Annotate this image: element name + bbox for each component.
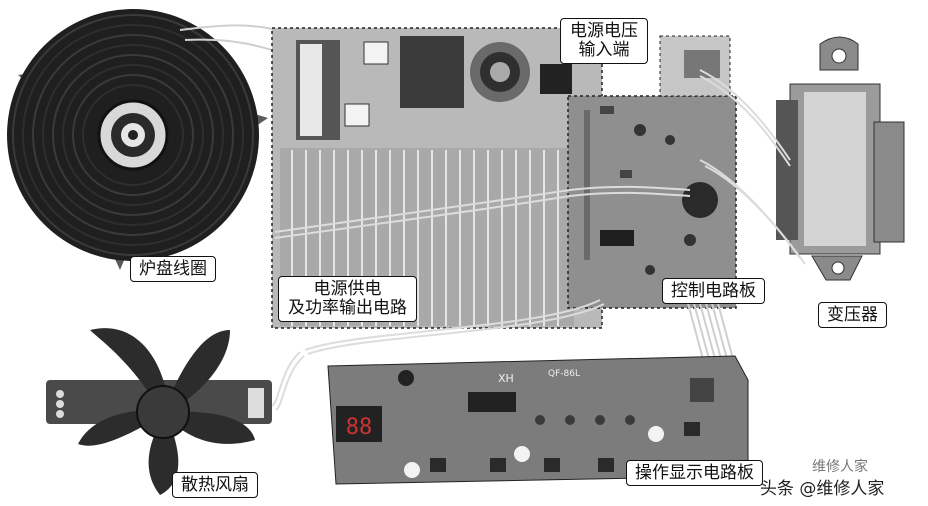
label-power-input: 电源电压 输入端: [560, 18, 648, 64]
label-coil: 炉盘线圈: [130, 256, 216, 282]
label-display-board: 操作显示电路板: [626, 460, 763, 486]
label-fan: 散热风扇: [172, 472, 258, 498]
board-mark-xh: XH: [498, 372, 514, 385]
induction-coil: [7, 9, 301, 270]
watermark-secondary: 维修人家: [812, 459, 868, 475]
wires: [271, 69, 806, 411]
transformer-shape: [776, 36, 905, 281]
board-mark-model: QF-86L: [548, 369, 580, 379]
label-power-input-line2: 输入端: [578, 40, 630, 60]
cooling-fan: [46, 328, 272, 495]
label-power-supply-line2: 及功率输出电路: [288, 298, 407, 318]
power-board: [271, 27, 603, 329]
label-transformer: 变压器: [818, 302, 887, 328]
label-power-supply: 电源供电 及功率输出电路: [278, 276, 417, 322]
control-board-shape: [567, 35, 737, 309]
display-digits: 88: [346, 415, 373, 440]
label-power-supply-line1: 电源供电: [313, 279, 382, 299]
label-control-board: 控制电路板: [662, 278, 765, 304]
watermark-primary: 头条 @维修人家: [760, 479, 885, 499]
display-board-shape: [327, 355, 749, 485]
label-power-input-line1: 电源电压: [570, 21, 638, 41]
